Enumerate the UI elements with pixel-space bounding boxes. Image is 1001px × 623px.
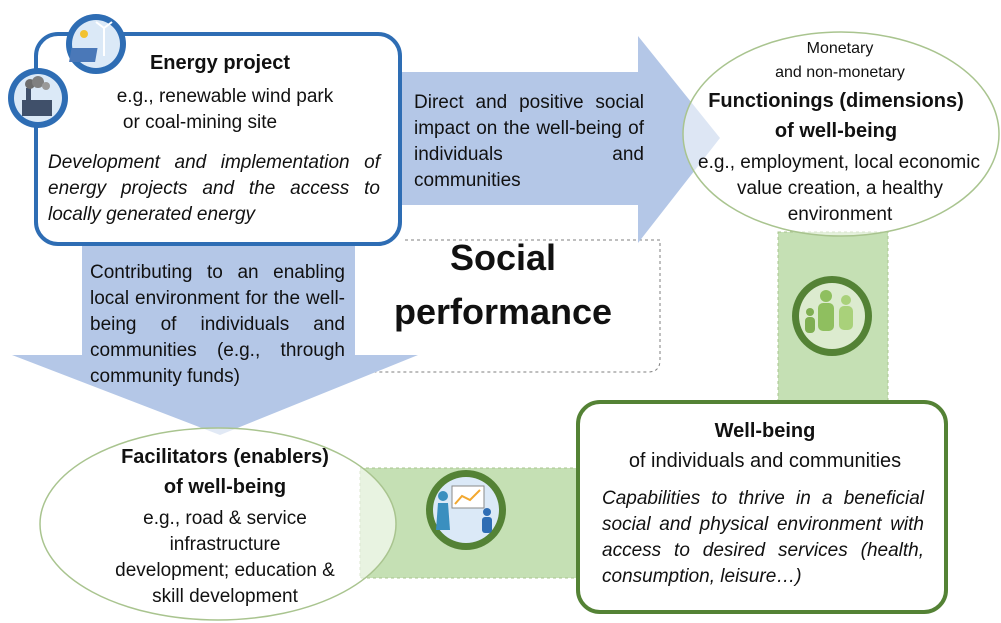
wellbeing-box — [576, 400, 948, 614]
arrow-down-label: Contributing to an enabling local enviro… — [90, 262, 345, 387]
functionings-example-line3: environment — [787, 204, 893, 225]
facilitators-title-line2: of well-being — [163, 476, 287, 498]
energy-project-example-line2: or coal-mining site — [122, 112, 278, 133]
arrow-right-shape — [400, 36, 720, 243]
facilitators-example-line3: development; education & — [115, 560, 335, 581]
energy-project-box — [34, 32, 402, 246]
facilitators-example-line4: skill development — [152, 586, 298, 607]
arrow-down-shape — [12, 240, 418, 435]
energy-project-title: Energy project — [149, 52, 291, 74]
wind-solar-icon — [66, 14, 126, 74]
factory-smoke-icon — [8, 68, 68, 128]
energy-project-example-line1: e.g., renewable wind park — [116, 86, 334, 107]
arrow-right-label: Direct and positive social impact on the… — [414, 92, 644, 191]
social-performance-line2: performance — [393, 291, 613, 332]
functionings-ellipse — [682, 31, 1000, 237]
wellbeing-title: Well-being — [714, 420, 816, 442]
functionings-title-line2: of well-being — [774, 120, 898, 142]
wellbeing-description: Capabilities to thrive in a beneficial s… — [602, 488, 924, 587]
presentation-icon — [426, 470, 506, 550]
facilitators-example-line1: e.g., road & service — [143, 508, 307, 529]
facilitators-ellipse — [39, 427, 397, 621]
family-icon — [792, 276, 872, 356]
functionings-example-line1: e.g., employment, local economic — [698, 152, 980, 173]
energy-project-description: Development and implementation of energy… — [48, 152, 380, 225]
functionings-pre-line1: Monetary — [806, 40, 874, 57]
wellbeing-subtitle: of individuals and communities — [628, 450, 902, 472]
facilitators-title-line1: Facilitators (enablers) — [121, 446, 329, 468]
functionings-title-line1: Functionings (dimensions) — [708, 90, 964, 112]
social-performance-line1: Social — [449, 237, 557, 278]
facilitators-example-line2: infrastructure — [169, 534, 281, 555]
functionings-pre-line2: and non-monetary — [775, 64, 905, 81]
functionings-example-line2: value creation, a healthy — [737, 178, 943, 199]
